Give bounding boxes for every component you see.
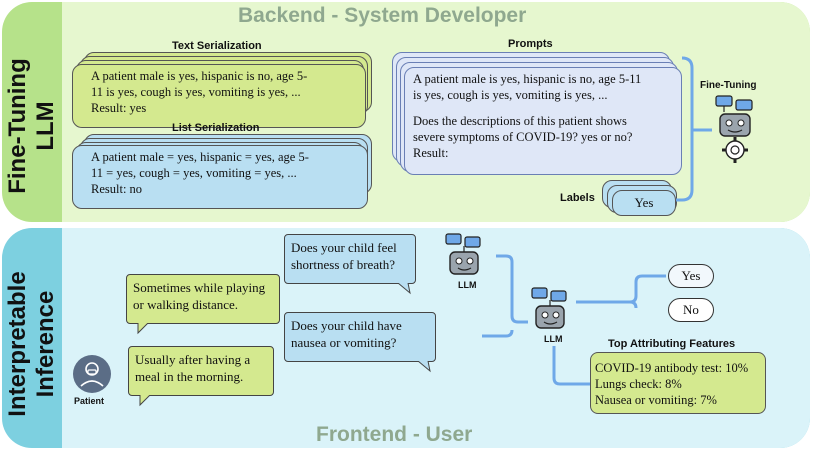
labels-card: Yes bbox=[612, 190, 676, 216]
text-serialization-card: A patient male is yes, hispanic is no, a… bbox=[72, 64, 366, 128]
top-features-card: COVID-19 antibody test: 10% Lungs check:… bbox=[590, 352, 766, 414]
question-bubble-2: Does your child have nausea or vomiting? bbox=[284, 312, 436, 362]
backend-title: Backend - System Developer bbox=[238, 4, 527, 27]
fine-tuning-robot-icon bbox=[715, 95, 753, 163]
backend-side-label: Fine-Tuning LLM bbox=[4, 58, 59, 194]
answer-bubble-2: Usually after having a meal in the morni… bbox=[128, 346, 274, 396]
top-features-heading: Top Attributing Features bbox=[608, 338, 736, 350]
prompts-card: A patient male is yes, hispanic is no, a… bbox=[404, 67, 682, 175]
llm-label-2: LLM bbox=[544, 334, 563, 344]
patient-label: Patient bbox=[74, 396, 105, 406]
list-serialization-card: A patient male = yes, hispanic = yes, ag… bbox=[72, 145, 368, 209]
llm-label-1: LLM bbox=[458, 280, 477, 290]
answer-bubble-1: Sometimes while playing or walking dista… bbox=[126, 274, 280, 324]
feature-item: Nausea or vomiting: 7% bbox=[595, 393, 717, 407]
frontend-title: Frontend - User bbox=[316, 423, 473, 446]
llm-robot-icon-2 bbox=[531, 287, 567, 329]
prompts-heading: Prompts bbox=[508, 38, 553, 50]
question-bubble-1: Does your child feel shortness of breath… bbox=[284, 234, 416, 284]
llm-robot-icon-1 bbox=[445, 233, 481, 275]
frontend-side-label: Interpretable Inference bbox=[4, 271, 59, 417]
list-serialization-heading: List Serialization bbox=[172, 122, 260, 134]
patient-icon bbox=[73, 355, 111, 393]
feature-item: COVID-19 antibody test: 10% bbox=[595, 361, 749, 375]
text-serialization-heading: Text Serialization bbox=[172, 40, 262, 52]
fine-tuning-connector bbox=[676, 56, 712, 202]
feature-item: Lungs check: 8% bbox=[595, 377, 682, 391]
inference-connectors bbox=[482, 254, 666, 386]
output-yes: Yes bbox=[668, 264, 714, 288]
output-no: No bbox=[668, 298, 714, 322]
labels-heading: Labels bbox=[560, 192, 595, 204]
fine-tuning-label: Fine-Tuning bbox=[700, 80, 757, 91]
